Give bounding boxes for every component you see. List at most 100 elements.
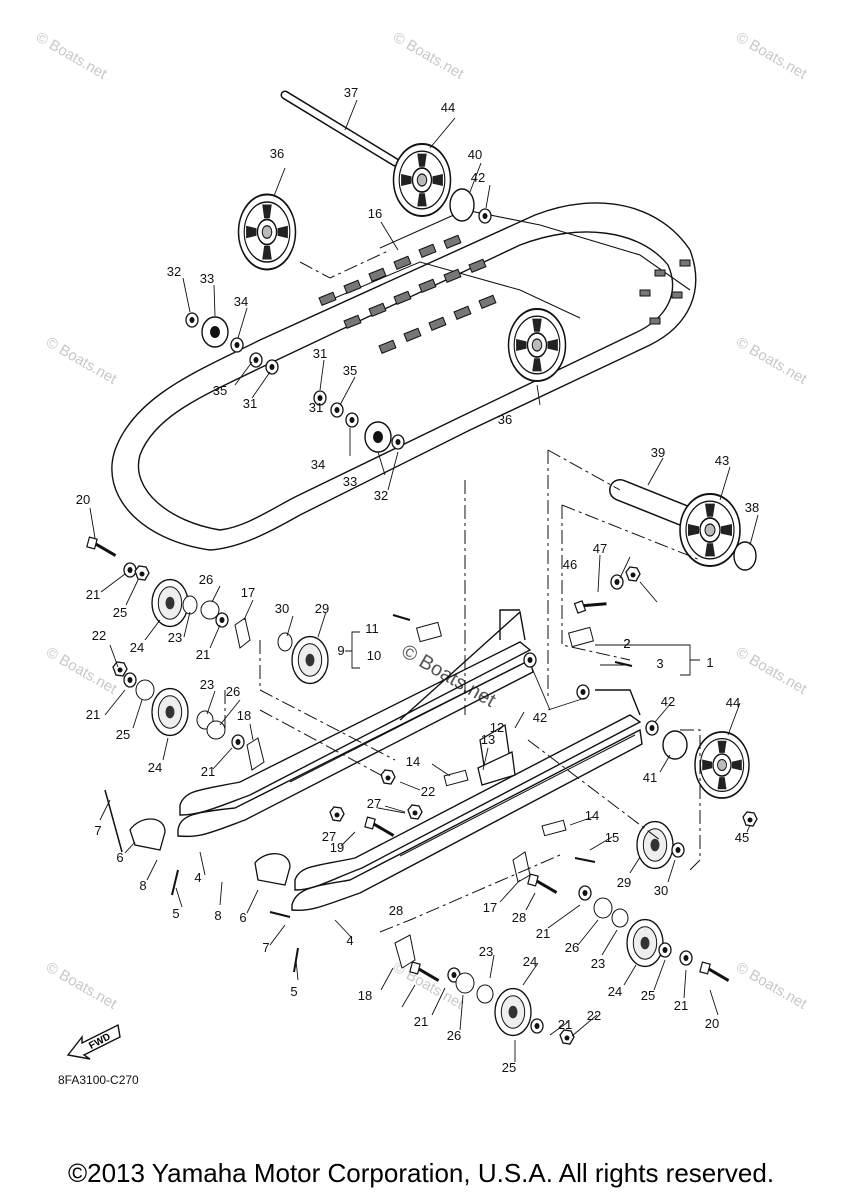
callout-number: 43 (715, 453, 729, 468)
callout-number: 16 (368, 206, 382, 221)
callout-number: 31 (313, 346, 327, 361)
watermark-text: © Boats.net (733, 29, 810, 83)
watermark-text: © Boats.net (43, 959, 120, 1013)
track-belt (111, 202, 697, 551)
callout-leaders (89, 99, 759, 1062)
callout-number: 13 (481, 732, 495, 747)
callout-number: 38 (745, 500, 759, 515)
copyright-notice: ©2013 Yamaha Motor Corporation, U.S.A. A… (67, 1158, 775, 1188)
callout-number: 31 (243, 396, 257, 411)
callout-number: 25 (116, 727, 130, 742)
callout-number: 21 (674, 998, 688, 1013)
callout-number: 24 (148, 760, 162, 775)
figure-code: 8FA3100-C270 (58, 1073, 139, 1087)
callout-number: 6 (116, 850, 123, 865)
callout-number: 11 (365, 621, 379, 636)
callout-number: 3 (656, 656, 663, 671)
callout-number: 21 (86, 587, 100, 602)
lower-parts (85, 535, 758, 1045)
callout-number: 31 (309, 400, 323, 415)
callout-number: 9 (337, 643, 344, 658)
callout-number: 34 (311, 457, 325, 472)
callout-number: 21 (414, 1014, 428, 1029)
callout-number: 33 (200, 271, 214, 286)
callout-number: 34 (234, 294, 248, 309)
callout-number: 42 (533, 710, 547, 725)
callout-number: 46 (563, 557, 577, 572)
callout-number: 22 (421, 784, 435, 799)
callout-number: 28 (512, 910, 526, 925)
callout-number: 33 (343, 474, 357, 489)
callout-number: 7 (262, 940, 269, 955)
leader-lines (224, 249, 701, 933)
callout-number: 25 (641, 988, 655, 1003)
slide-rails (177, 609, 643, 912)
rear-axle-assembly (185, 90, 567, 453)
callout-number: 36 (498, 412, 512, 427)
callout-number: 10 (367, 648, 381, 663)
track-lugs (318, 234, 691, 354)
callout-number: 17 (483, 900, 497, 915)
callout-number: 6 (239, 910, 246, 925)
callout-number: 12 (490, 720, 504, 735)
callout-number: 23 (200, 677, 214, 692)
callout-number: 35 (213, 383, 227, 398)
callout-number: 2 (623, 636, 630, 651)
callout-number: 4 (346, 933, 353, 948)
callout-number: 22 (587, 1008, 601, 1023)
watermark-text: © Boats.net (733, 959, 810, 1013)
callout-number: 19 (330, 840, 344, 855)
callout-number: 40 (468, 147, 482, 162)
callout-number: 44 (726, 695, 740, 710)
callout-number: 26 (226, 684, 240, 699)
callout-number: 1 (706, 655, 713, 670)
callout-number: 21 (86, 707, 100, 722)
callout-number: 45 (735, 830, 749, 845)
callout-number: 23 (591, 956, 605, 971)
fwd-arrow-icon: FWD (66, 1023, 121, 1060)
callout-number: 30 (275, 601, 289, 616)
callout-number: 42 (661, 694, 675, 709)
callout-number: 24 (608, 984, 622, 999)
callout-number: 47 (593, 541, 607, 556)
callout-number: 5 (290, 984, 297, 999)
callout-number: 27 (367, 796, 381, 811)
watermark-text: © Boats.net (33, 29, 110, 83)
callout-number: 23 (479, 944, 493, 959)
callout-number: 39 (651, 445, 665, 460)
callout-number: 21 (196, 647, 210, 662)
callout-number: 21 (536, 926, 550, 941)
callout-number: 7 (94, 823, 101, 838)
callout-number: 14 (585, 808, 599, 823)
callout-number: 32 (167, 264, 181, 279)
watermark-text: © Boats.net (43, 334, 120, 388)
callout-number: 5 (172, 906, 179, 921)
callout-number: 44 (441, 100, 455, 115)
watermark-text: © Boats.net (733, 644, 810, 698)
callout-number: 23 (168, 630, 182, 645)
callout-number: 15 (605, 830, 619, 845)
watermark-text: © Boats.net (390, 29, 467, 83)
watermark-text: © Boats.net (43, 644, 120, 698)
callout-number: 36 (270, 146, 284, 161)
callout-number: 27 (322, 829, 336, 844)
callout-number: 30 (654, 883, 668, 898)
callout-number: 8 (214, 908, 221, 923)
callout-number: 24 (523, 954, 537, 969)
callout-number: 20 (76, 492, 90, 507)
callout-number: 37 (344, 85, 358, 100)
callout-number: 22 (92, 628, 106, 643)
callout-number: 32 (374, 488, 388, 503)
callout-number: 17 (241, 585, 255, 600)
callout-number: 29 (617, 875, 631, 890)
callout-number: 21 (201, 764, 215, 779)
callout-number: 2 (623, 636, 630, 651)
callout-number: 21 (558, 1017, 572, 1032)
callout-number: 25 (502, 1060, 516, 1075)
callout-number: 29 (315, 601, 329, 616)
callout-number: 35 (343, 363, 357, 378)
callout-number: 42 (471, 170, 485, 185)
callout-number: 18 (358, 988, 372, 1003)
callout-number: 28 (389, 903, 403, 918)
